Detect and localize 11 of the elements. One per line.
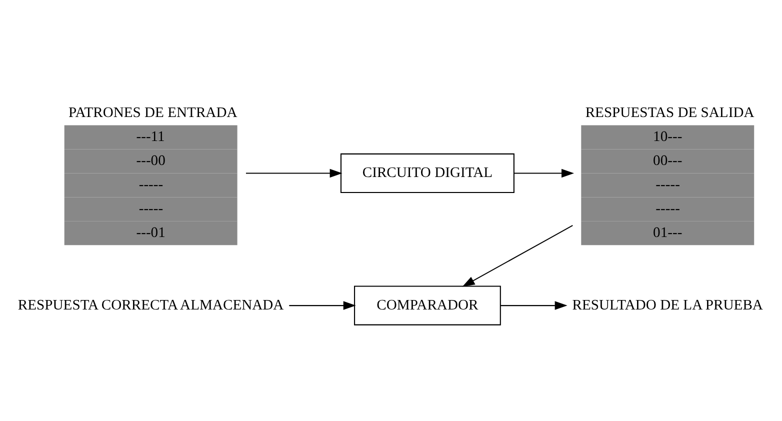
node-label: RESPUESTAS DE SALIDA [585, 104, 754, 121]
node-text: RESULTADO DE LA PRUEBA [572, 296, 763, 313]
node-box: CIRCUITO DIGITAL [340, 152, 514, 193]
node-box: COMPARADOR [354, 285, 501, 325]
arrow [514, 168, 574, 178]
node-label: PATRONES DE ENTRADA [68, 104, 238, 121]
arrow [462, 224, 573, 286]
arrow [289, 300, 356, 310]
node-text: RESPUESTA CORRECTA ALMACENADA [18, 296, 284, 313]
arrow [500, 300, 568, 310]
arrow [246, 168, 342, 178]
